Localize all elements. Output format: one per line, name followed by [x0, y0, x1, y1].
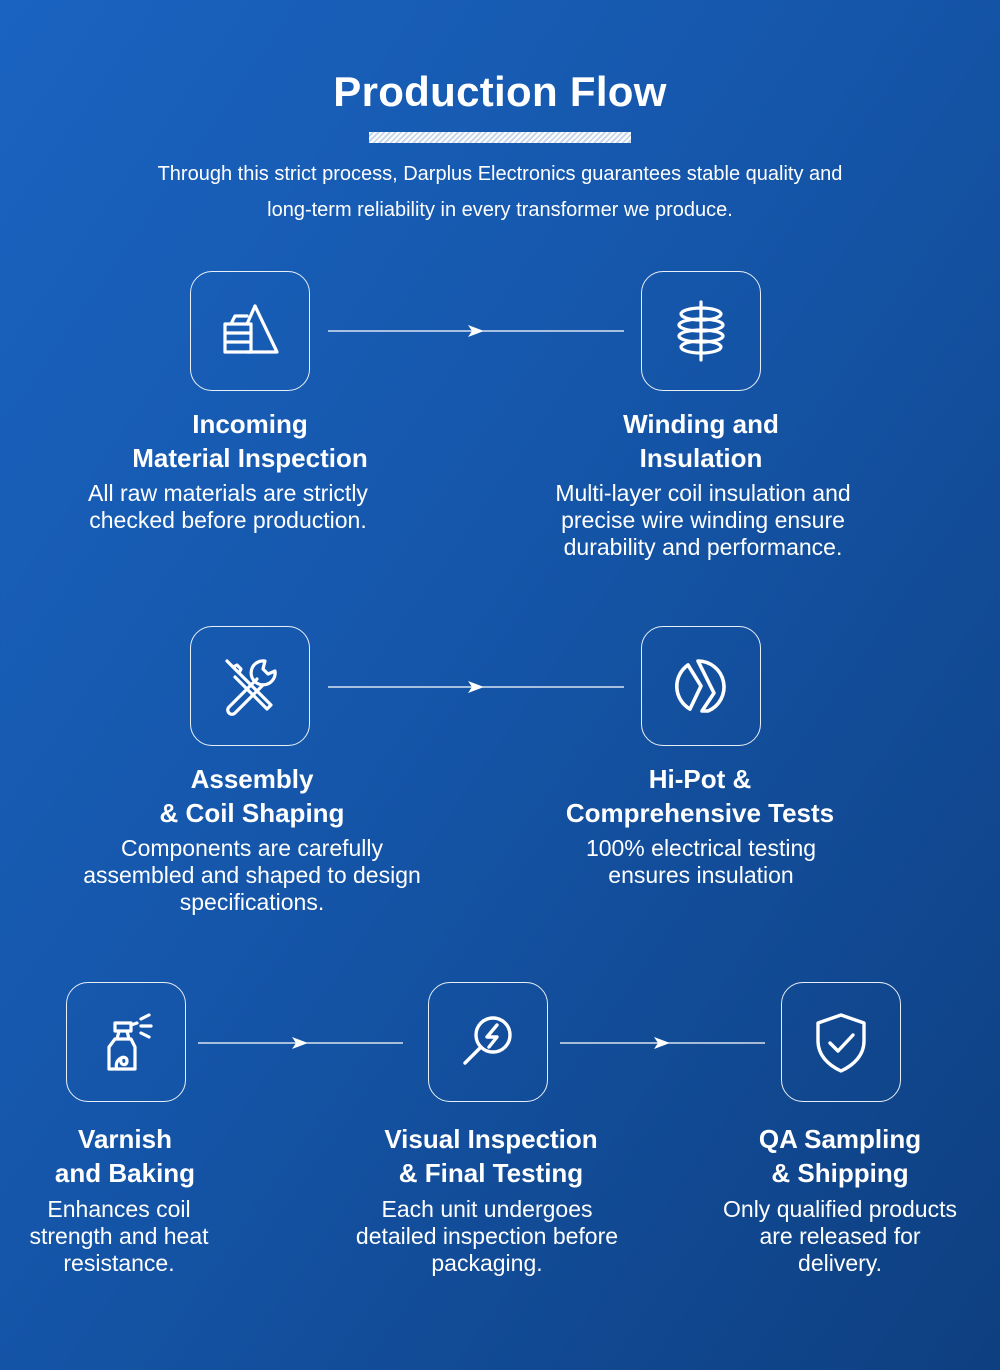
gauge-test-icon	[675, 659, 726, 713]
page-subtitle: Through this strict process, Darplus Ele…	[90, 156, 910, 228]
step-description: Enhances coil strength and heat resistan…	[0, 1196, 238, 1277]
coil-winding-icon	[677, 300, 725, 362]
step-title-line: Varnish	[78, 1124, 172, 1154]
step-title-line: Visual Inspection	[384, 1124, 598, 1154]
step-title: QA Sampling & Shipping	[665, 1122, 1000, 1190]
step-desc-line: packaging.	[431, 1250, 543, 1276]
step-desc-line: detailed inspection before	[355, 1223, 619, 1249]
flow-arrow	[198, 1037, 403, 1049]
page-title: Production Flow	[333, 68, 667, 115]
tools-icon	[225, 659, 277, 716]
step-desc-line: delivery.	[798, 1250, 882, 1276]
step-desc-line: specifications.	[179, 889, 325, 915]
step-description: Multi-layer coil insulation and precise …	[503, 480, 903, 561]
step-desc-line: checked before production.	[89, 507, 367, 533]
step-description: 100% electrical testing ensures insulati…	[501, 835, 901, 889]
spray-bottle-icon	[107, 1013, 153, 1071]
shield-check-icon	[816, 1013, 866, 1073]
step-title: Assembly & Coil Shaping	[52, 762, 452, 830]
step-title-line: QA Sampling	[758, 1124, 922, 1154]
step-title: Hi-Pot & Comprehensive Tests	[500, 762, 900, 830]
step-desc-line: are released for	[759, 1223, 921, 1249]
step-desc-line: Only qualified products	[723, 1196, 957, 1222]
step-title-line: & Coil Shaping	[159, 798, 345, 828]
subtitle-line: long-term reliability in every transform…	[267, 199, 733, 221]
step-description: Components are carefully assembled and s…	[32, 835, 472, 916]
step-desc-line: resistance.	[63, 1250, 175, 1276]
step-icon-box-winding	[641, 271, 761, 391]
step-title-line: & Final Testing	[398, 1158, 584, 1188]
flow-arrow	[328, 681, 624, 693]
step-desc-line: strength and heat	[29, 1223, 209, 1249]
materials-inspection-icon	[223, 304, 279, 354]
step-icon-box-visual-inspection	[428, 982, 548, 1102]
step-title: Winding and Insulation	[501, 407, 901, 475]
step-desc-line: 100% electrical testing	[585, 835, 817, 861]
step-icon-box-varnish	[66, 982, 186, 1102]
step-title-line: and Baking	[54, 1158, 196, 1188]
step-desc-line: precise wire winding ensure	[561, 507, 845, 533]
magnifier-inspection-icon	[463, 1016, 512, 1065]
step-title: Varnish and Baking	[0, 1122, 300, 1190]
step-title: Incoming Material Inspection	[50, 407, 450, 475]
flow-arrow	[328, 325, 624, 337]
step-description: Each unit undergoes detailed inspection …	[312, 1196, 662, 1277]
step-title-line: Insulation	[639, 443, 763, 473]
step-desc-line: Components are carefully	[120, 835, 384, 861]
step-icon-box-assembly	[190, 626, 310, 746]
step-desc-line: assembled and shaped to design	[83, 862, 421, 888]
step-icon-box-hipot	[641, 626, 761, 746]
step-title-line: Winding and	[623, 409, 779, 439]
step-title-line: Comprehensive Tests	[565, 798, 835, 828]
step-title-line: Hi-Pot &	[648, 764, 752, 794]
step-title-line: Incoming	[192, 409, 308, 439]
step-description: All raw materials are strictly checked b…	[28, 480, 428, 534]
step-title-line: Assembly	[190, 764, 314, 794]
step-icon-box-incoming-inspection	[190, 271, 310, 391]
flow-arrow	[560, 1037, 765, 1049]
step-icon-box-qa	[781, 982, 901, 1102]
subtitle-line: Through this strict process, Darplus Ele…	[157, 163, 843, 185]
step-desc-line: Multi-layer coil insulation and	[555, 480, 851, 506]
step-desc-line: ensures insulation	[608, 862, 794, 888]
step-desc-line: Enhances coil	[47, 1196, 191, 1222]
title-underline	[369, 132, 631, 143]
step-description: Only qualified products are released for…	[684, 1196, 996, 1277]
step-title-line: Material Inspection	[132, 443, 368, 473]
step-desc-line: All raw materials are strictly	[88, 480, 368, 506]
step-desc-line: durability and performance.	[563, 534, 843, 560]
step-title-line: & Shipping	[771, 1158, 909, 1188]
step-title: Visual Inspection & Final Testing	[316, 1122, 666, 1190]
step-desc-line: Each unit undergoes	[381, 1196, 593, 1222]
